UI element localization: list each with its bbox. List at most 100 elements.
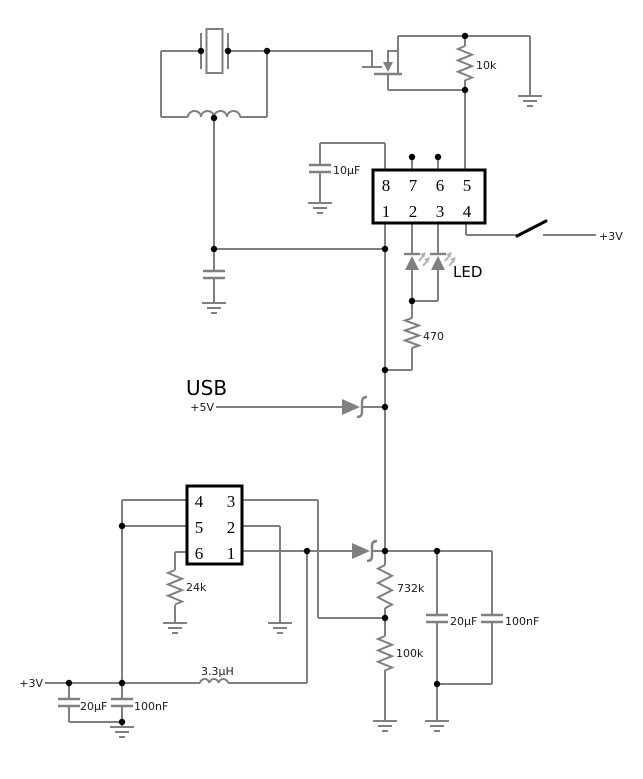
mosfet: [340, 36, 402, 76]
resistor-zigzag: [455, 45, 475, 82]
junction-dot: [118, 522, 126, 530]
diode-triangle: [352, 543, 370, 559]
resistor-100k-label: 100k: [396, 647, 424, 660]
led-2: [430, 252, 456, 270]
pin-label-7: 7: [409, 176, 418, 195]
capacitor-10uf-label: 10µF: [333, 164, 360, 177]
usb-5v-label: +5V: [190, 401, 214, 414]
resistor-732k: 732k: [375, 564, 425, 610]
junction-dot: [381, 403, 389, 411]
schottky-diode-usb: [342, 395, 368, 419]
tap-capacitor: [203, 269, 225, 280]
inductor-3p3uh: 3.3µH: [199, 665, 234, 684]
junction-dot: [381, 547, 389, 555]
rail-3v-label: +3V: [19, 677, 43, 690]
pin-label-1: 1: [382, 202, 391, 221]
resistor-zigzag: [165, 569, 185, 606]
power-switch: +3V: [515, 219, 623, 243]
ic-6pin-body: [185, 484, 244, 566]
junction-dot: [263, 47, 271, 55]
resistor-zigzag: [375, 635, 395, 672]
pin-label-5: 5: [195, 518, 204, 537]
capacitor-10uf: 10µF: [309, 163, 360, 177]
capacitor-100nf-in-label: 100nF: [134, 700, 168, 713]
pin-label-4: 4: [195, 492, 204, 511]
junction-dot: [210, 114, 218, 122]
ic-8pin-body: [371, 168, 487, 225]
junction-dot: [303, 547, 311, 555]
junction-dots: [65, 32, 469, 726]
switch-3v-label: +3V: [599, 230, 623, 243]
capacitor-100nf-out: 100nF: [481, 613, 539, 628]
led-label: LED: [453, 263, 482, 281]
resistor-10k-label: 10k: [476, 59, 497, 72]
pin-label-3: 3: [227, 492, 236, 511]
schottky-diode-boost: [352, 539, 378, 563]
junction-dot: [118, 679, 126, 687]
pin-label-1: 1: [227, 544, 236, 563]
inductor-3p3uh-label: 3.3µH: [201, 665, 234, 678]
ground-10uf: [308, 202, 332, 214]
ground-output-caps: [425, 720, 449, 732]
mosfet-source-arm: [387, 50, 398, 63]
mosfet-arrow: [383, 62, 393, 72]
led-1: [404, 252, 430, 270]
crystal: [200, 28, 229, 74]
capacitor-20uf-in: 20µF: [58, 697, 107, 713]
led-triangle: [405, 256, 419, 270]
pin-label-6: 6: [436, 176, 445, 195]
resistor-100k: 100k: [375, 635, 424, 672]
resistor-24k: 24k: [165, 569, 207, 606]
resistor-24k-label: 24k: [186, 581, 207, 594]
resistor-10k: 10k: [455, 45, 497, 82]
junction-dot: [224, 47, 232, 55]
ground-24k: [163, 622, 187, 634]
led-emission-arrowhead: [446, 252, 452, 258]
diode-triangle: [342, 399, 360, 415]
led-emission-arrowhead: [424, 257, 430, 263]
ic-6pin: 4 5 6 3 2 1: [185, 484, 244, 566]
junction-dot: [381, 366, 389, 374]
junction-dot: [118, 718, 126, 726]
pin-label-8: 8: [382, 176, 391, 195]
resistor-zigzag: [375, 564, 395, 610]
ground-pin2: [268, 622, 292, 634]
capacitor-100nf-out-label: 100nF: [505, 615, 539, 628]
pin-label-3: 3: [436, 202, 445, 221]
junction-dot: [433, 547, 441, 555]
resistor-zigzag: [402, 317, 422, 349]
capacitor-100nf-in: 100nF: [111, 697, 168, 713]
usb-source: USB +5V: [186, 376, 227, 414]
inductor-coils: [199, 678, 229, 684]
junction-dot: [461, 32, 469, 40]
crystal-body: [205, 28, 224, 74]
junction-dot: [381, 245, 389, 253]
switch-blade: [515, 219, 548, 238]
capacitor-20uf-in-label: 20µF: [80, 700, 107, 713]
junction-dot: [210, 245, 218, 253]
junction-dot: [197, 47, 205, 55]
pin-label-4: 4: [463, 202, 472, 221]
junction-dot: [65, 679, 73, 687]
led-triangle: [431, 256, 445, 270]
capacitor-20uf-out: 20µF: [426, 613, 477, 628]
led-emission-arrowhead: [420, 252, 426, 258]
usb-label: USB: [186, 376, 227, 400]
capacitor-20uf-out-label: 20µF: [450, 615, 477, 628]
terminal-dot: [434, 153, 442, 161]
ground-top-right: [518, 95, 542, 107]
ground-100k: [373, 720, 397, 732]
diode-schottky-bar: [356, 395, 368, 419]
resistor-470-label: 470: [423, 330, 444, 343]
resistor-732k-label: 732k: [397, 582, 425, 595]
pin-label-2: 2: [409, 202, 418, 221]
diode-schottky-bar: [366, 539, 378, 563]
pin-label-5: 5: [463, 176, 472, 195]
junction-dot: [461, 86, 469, 94]
led-emission-arrowhead: [450, 257, 456, 263]
mosfet-gate-wire: [340, 50, 373, 66]
resistor-470: 470: [402, 317, 444, 349]
pin-label-6: 6: [195, 544, 204, 563]
